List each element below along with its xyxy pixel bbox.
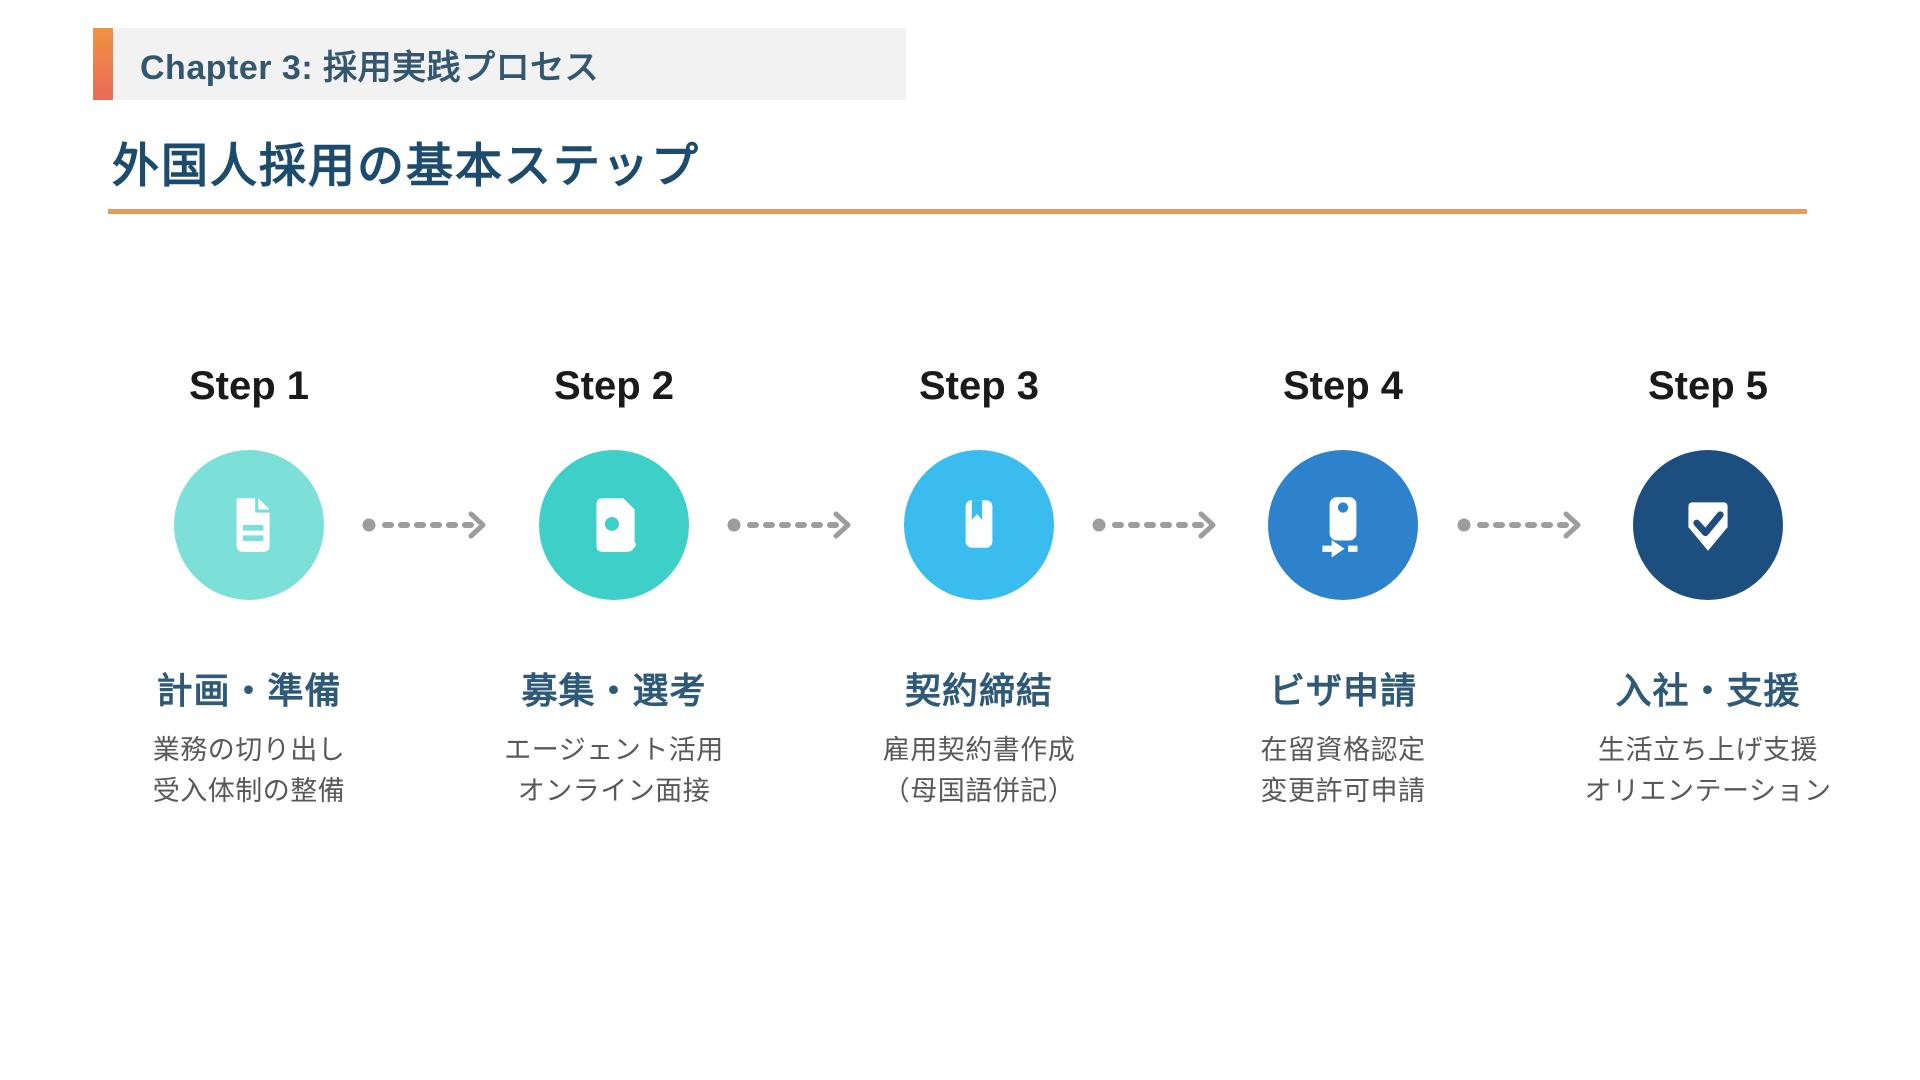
- step-number: Step 3: [918, 364, 1040, 408]
- id-card-submit-icon: [1310, 492, 1376, 558]
- shield-check-icon: [1675, 492, 1741, 558]
- step-column-1: Step 1 計画・準備 業務の切り出し 受入体制の整備: [99, 362, 399, 842]
- step-title: 募集・選考: [521, 670, 707, 711]
- book-bookmark-icon: [946, 492, 1012, 558]
- step-circle-4: [1268, 450, 1418, 600]
- flow-connector: [361, 510, 501, 540]
- flow-connector: [1091, 510, 1231, 540]
- dotted-arrow-icon: [1091, 511, 1231, 544]
- step-desc-line2: （母国語併記）: [882, 776, 1076, 806]
- step-description: 在留資格認定 変更許可申請: [1261, 730, 1426, 812]
- step-number: Step 1: [188, 364, 310, 408]
- document-search-icon: [581, 492, 647, 558]
- step-number: Step 2: [553, 364, 675, 408]
- step-number: Step 5: [1647, 364, 1769, 408]
- step-circle-1: [174, 450, 324, 600]
- step-desc-line1: 在留資格認定: [1260, 735, 1426, 765]
- step-desc-line1: エージェント活用: [504, 735, 724, 765]
- step-desc-line1: 雇用契約書作成: [882, 735, 1076, 765]
- step-title: 契約締結: [904, 670, 1053, 711]
- dotted-arrow-icon: [361, 511, 501, 544]
- step-desc-line1: 生活立ち上げ支援: [1598, 735, 1818, 765]
- dotted-arrow-icon: [726, 511, 866, 544]
- step-column-3: Step 3 契約締結 雇用契約書作成 （母国語併記）: [829, 362, 1129, 842]
- step-column-2: Step 2 募集・選考 エージェント活用 オンライン面接: [464, 362, 764, 842]
- flow-connector: [1456, 510, 1596, 540]
- step-description: 業務の切り出し 受入体制の整備: [153, 730, 346, 812]
- step-desc-line2: 受入体制の整備: [152, 776, 346, 806]
- flow-connector: [726, 510, 866, 540]
- step-title: 計画・準備: [156, 670, 342, 711]
- step-title: ビザ申請: [1268, 670, 1417, 711]
- document-icon: [216, 492, 282, 558]
- title-underline: [108, 209, 1807, 214]
- step-circle-3: [904, 450, 1054, 600]
- step-desc-line2: オリエンテーション: [1584, 776, 1832, 806]
- chapter-header: Chapter 3: 採用実践プロセス: [93, 28, 906, 100]
- chapter-accent-bar: [93, 28, 113, 100]
- step-description: 雇用契約書作成 （母国語併記）: [883, 730, 1076, 812]
- step-description: 生活立ち上げ支援 オリエンテーション: [1585, 730, 1832, 812]
- step-desc-line2: オンライン面接: [517, 776, 711, 806]
- step-circle-5: [1633, 450, 1783, 600]
- page-title: 外国人採用の基本ステップ: [112, 139, 700, 192]
- step-desc-line2: 変更許可申請: [1260, 776, 1426, 806]
- step-description: エージェント活用 オンライン面接: [504, 730, 723, 812]
- step-number: Step 4: [1282, 364, 1404, 408]
- step-column-5: Step 5 入社・支援 生活立ち上げ支援 オリエンテーション: [1558, 362, 1858, 842]
- step-desc-line1: 業務の切り出し: [152, 735, 346, 765]
- step-column-4: Step 4 ビザ申請 在留資格認定 変更許可申請: [1193, 362, 1493, 842]
- dotted-arrow-icon: [1456, 511, 1596, 544]
- step-circle-2: [539, 450, 689, 600]
- chapter-label: Chapter 3: 採用実践プロセス: [140, 48, 600, 87]
- step-title: 入社・支援: [1615, 670, 1801, 711]
